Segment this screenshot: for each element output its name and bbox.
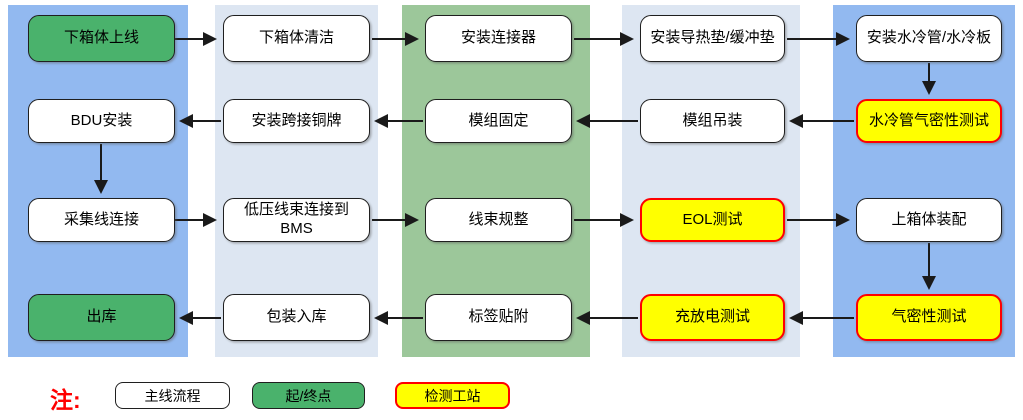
node-collection-wire-connect: 采集线连接 xyxy=(28,198,175,242)
node-label: 水冷管气密性测试 xyxy=(868,111,989,129)
legend-test-station: 检测工站 xyxy=(395,382,510,409)
node-install-connector: 安装连接器 xyxy=(425,15,572,62)
node-label: 包装入库 xyxy=(266,308,327,326)
node-upper-box-assembly: 上箱体装配 xyxy=(856,198,1002,242)
node-module-hoisting: 模组吊装 xyxy=(640,99,785,143)
node-label: 采集线连接 xyxy=(63,210,139,228)
node-label: 安装水冷管/水冷板 xyxy=(866,29,992,47)
node-label: 安装连接器 xyxy=(460,29,536,47)
node-lower-box-online: 下箱体上线 xyxy=(28,15,175,62)
node-water-pipe-airtight-test: 水冷管气密性测试 xyxy=(856,99,1002,143)
node-label: 安装导热垫/缓冲垫 xyxy=(650,29,775,47)
node-harness-arrangement: 线束规整 xyxy=(425,198,572,242)
node-label: 出库 xyxy=(86,308,117,326)
node-install-thermal-pad: 安装导热垫/缓冲垫 xyxy=(640,15,785,62)
node-lower-box-cleaning: 下箱体清洁 xyxy=(223,15,370,62)
node-label: 模组固定 xyxy=(468,111,529,129)
legend-label: 检测工站 xyxy=(424,387,481,404)
legend-label: 起/终点 xyxy=(285,387,332,404)
legend-main-process: 主线流程 xyxy=(115,382,230,409)
node-label: 上箱体装配 xyxy=(891,210,967,228)
node-label: 下箱体上线 xyxy=(63,29,139,47)
node-packing-warehousing: 包装入库 xyxy=(223,294,370,341)
node-airtight-test: 气密性测试 xyxy=(856,294,1002,341)
node-eol-test: EOL测试 xyxy=(640,198,785,242)
legend-start-end: 起/终点 xyxy=(252,382,365,409)
node-label: 模组吊装 xyxy=(682,111,743,129)
node-label: 气密性测试 xyxy=(891,308,967,326)
node-label: 标签贴附 xyxy=(468,308,529,326)
node-label-attach: 标签贴附 xyxy=(425,294,572,341)
node-charge-discharge-test: 充放电测试 xyxy=(640,294,785,341)
node-install-water-cooling: 安装水冷管/水冷板 xyxy=(856,15,1002,62)
node-label: EOL测试 xyxy=(682,210,743,228)
legend-note-label: 注: xyxy=(50,387,81,413)
legend-label: 主线流程 xyxy=(144,387,201,404)
node-label: 充放电测试 xyxy=(674,308,750,326)
node-label: 安装跨接铜牌 xyxy=(251,111,342,129)
node-outbound: 出库 xyxy=(28,294,175,341)
node-module-fixing: 模组固定 xyxy=(425,99,572,143)
node-label: 下箱体清洁 xyxy=(258,29,334,47)
node-lv-harness-to-bms: 低压线束连接到BMS xyxy=(223,198,370,242)
node-label: 线束规整 xyxy=(468,210,529,228)
node-install-jumper-busbar: 安装跨接铜牌 xyxy=(223,99,370,143)
node-bdu-install: BDU安装 xyxy=(28,99,175,143)
node-label: BDU安装 xyxy=(70,111,133,129)
node-label: 低压线束连接到BMS xyxy=(243,201,349,237)
